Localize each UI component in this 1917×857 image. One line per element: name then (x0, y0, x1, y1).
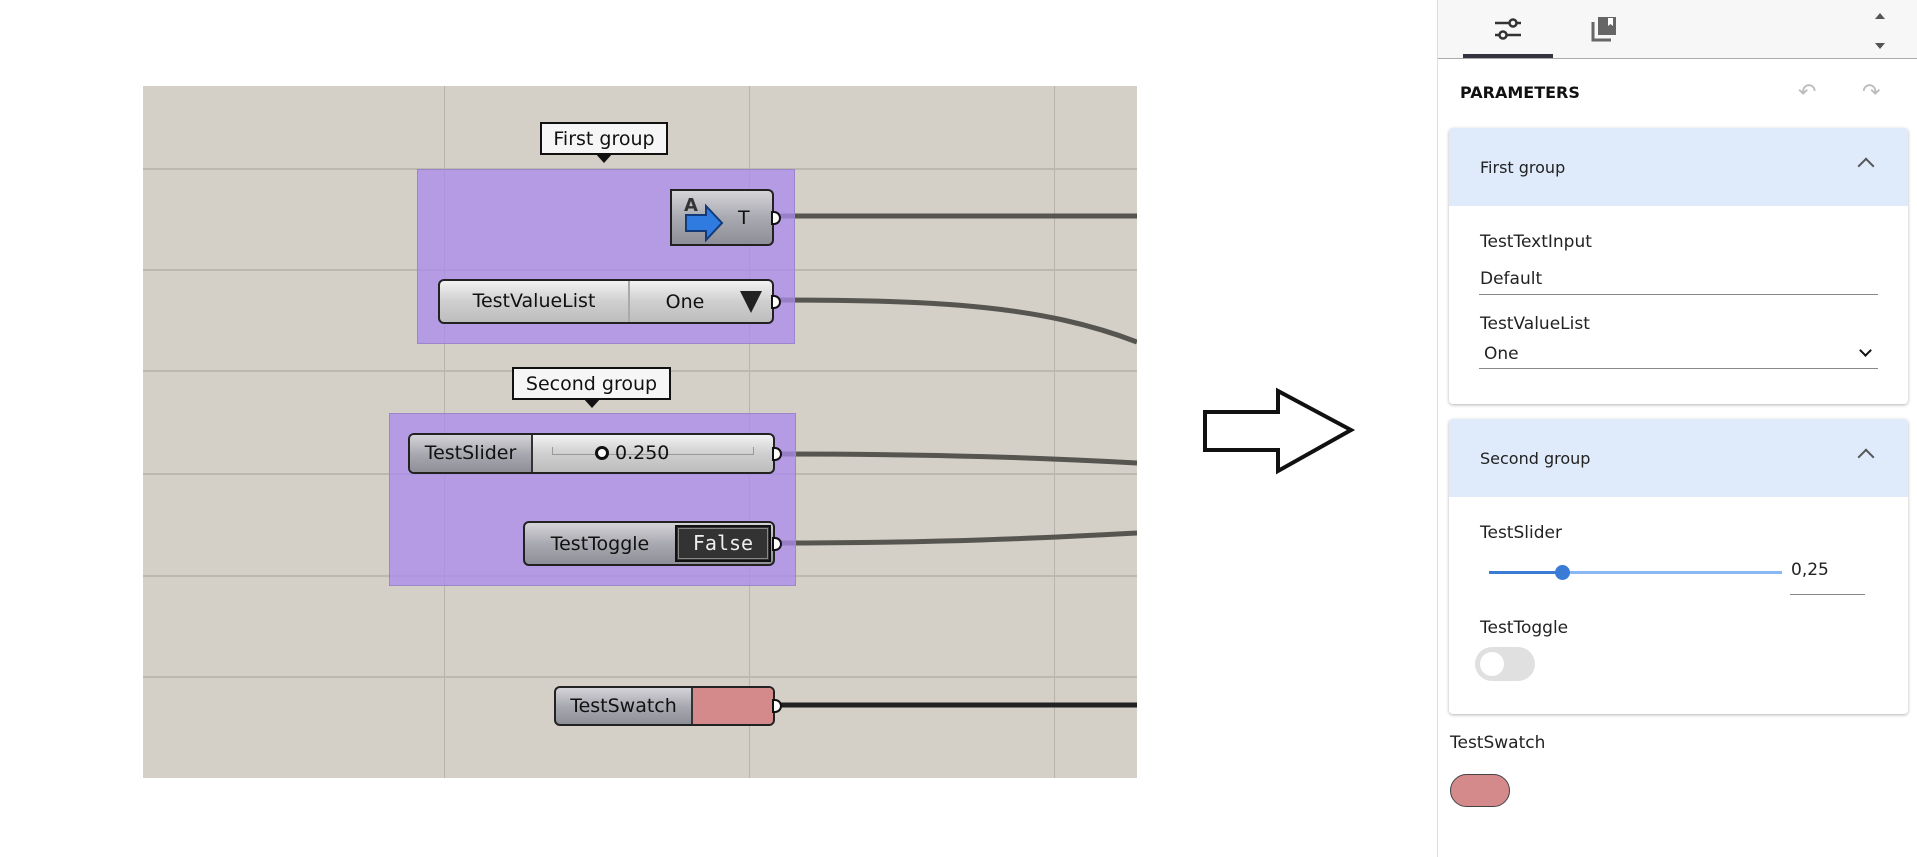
second-group-card: Second group TestSlider 0,25 TestToggle (1449, 419, 1908, 714)
swatch-color[interactable] (693, 688, 773, 724)
param-label: TestTextInput (1480, 232, 1592, 252)
tab-bar (1438, 0, 1917, 59)
param-label: TestSlider (1480, 523, 1562, 543)
grasshopper-canvas[interactable]: First group Second group A T TestValueLi… (143, 86, 1137, 778)
slider-thumb[interactable] (1555, 565, 1570, 580)
wires (774, 213, 1137, 708)
value-list-value[interactable]: One (665, 290, 705, 313)
second-group-label: Second group (512, 367, 671, 408)
parameters-panel: PARAMETERS ↶ ↷ First group TestTextInput… (1437, 0, 1917, 857)
redo-icon[interactable]: ↷ (1862, 80, 1881, 105)
panel-title: PARAMETERS (1460, 83, 1580, 102)
scroll-down-icon[interactable] (1875, 43, 1885, 49)
right-arrow-icon (1203, 387, 1356, 475)
undo-icon[interactable]: ↶ (1798, 80, 1817, 105)
swatch-component[interactable]: TestSwatch (554, 686, 782, 726)
library-books-icon (1591, 17, 1616, 42)
slider-name: TestSlider (410, 435, 533, 472)
select-underline (1479, 368, 1878, 369)
slider-track[interactable]: 0.250 (533, 435, 773, 472)
toggle-name: TestToggle (550, 532, 650, 555)
slider-value-input[interactable]: 0,25 (1791, 560, 1829, 580)
toggle-component[interactable]: TestToggle False (523, 521, 782, 566)
tab-parameters[interactable] (1463, 0, 1553, 58)
svg-text:A: A (684, 195, 698, 216)
tab-library[interactable] (1583, 0, 1673, 58)
first-group-header[interactable]: First group (1449, 128, 1908, 206)
output-port[interactable] (772, 699, 782, 713)
color-swatch-button[interactable] (1450, 774, 1510, 807)
text-arrow-icon: A (684, 195, 724, 243)
first-group-label: First group (540, 122, 668, 163)
swatch-name: TestSwatch (556, 688, 693, 724)
text-input-underline (1479, 294, 1878, 295)
value-list-component[interactable]: TestValueList One (438, 279, 781, 324)
group-title: Second group (1480, 448, 1591, 468)
toggle-switch[interactable] (1475, 647, 1535, 681)
param-label: TestValueList (1480, 314, 1590, 334)
chevron-up-icon[interactable] (1857, 157, 1875, 175)
value-list-select[interactable]: One (1484, 344, 1519, 364)
slider-component[interactable]: TestSlider 0.250 (408, 433, 782, 474)
value-list-name: TestValueList (440, 281, 630, 322)
toggle-knob (1480, 652, 1504, 676)
sliders-icon (1495, 18, 1521, 40)
slider-value-underline (1790, 594, 1865, 595)
toggle-value[interactable]: False (675, 525, 771, 562)
slider-track[interactable] (1489, 565, 1782, 580)
param-label: TestToggle (1480, 618, 1569, 638)
slider-value: 0.250 (615, 442, 670, 464)
dropdown-triangle-icon[interactable] (740, 290, 762, 313)
output-port[interactable] (772, 446, 782, 461)
group-title: First group (1480, 157, 1566, 177)
text-param-component[interactable]: A T (670, 189, 781, 246)
scroll-up-icon[interactable] (1875, 13, 1885, 19)
text-input[interactable]: Default (1480, 269, 1543, 289)
output-port[interactable] (772, 536, 782, 551)
swatch-label: TestSwatch (1450, 733, 1546, 753)
slider-handle[interactable] (595, 446, 609, 460)
second-group-header[interactable]: Second group (1449, 419, 1908, 497)
output-port[interactable] (771, 294, 781, 309)
chevron-up-icon[interactable] (1857, 448, 1875, 466)
output-port[interactable] (771, 210, 781, 225)
first-group-card: First group TestTextInput Default TestVa… (1449, 128, 1908, 404)
chevron-down-icon[interactable] (1859, 344, 1872, 357)
text-param-label: T (738, 206, 750, 229)
